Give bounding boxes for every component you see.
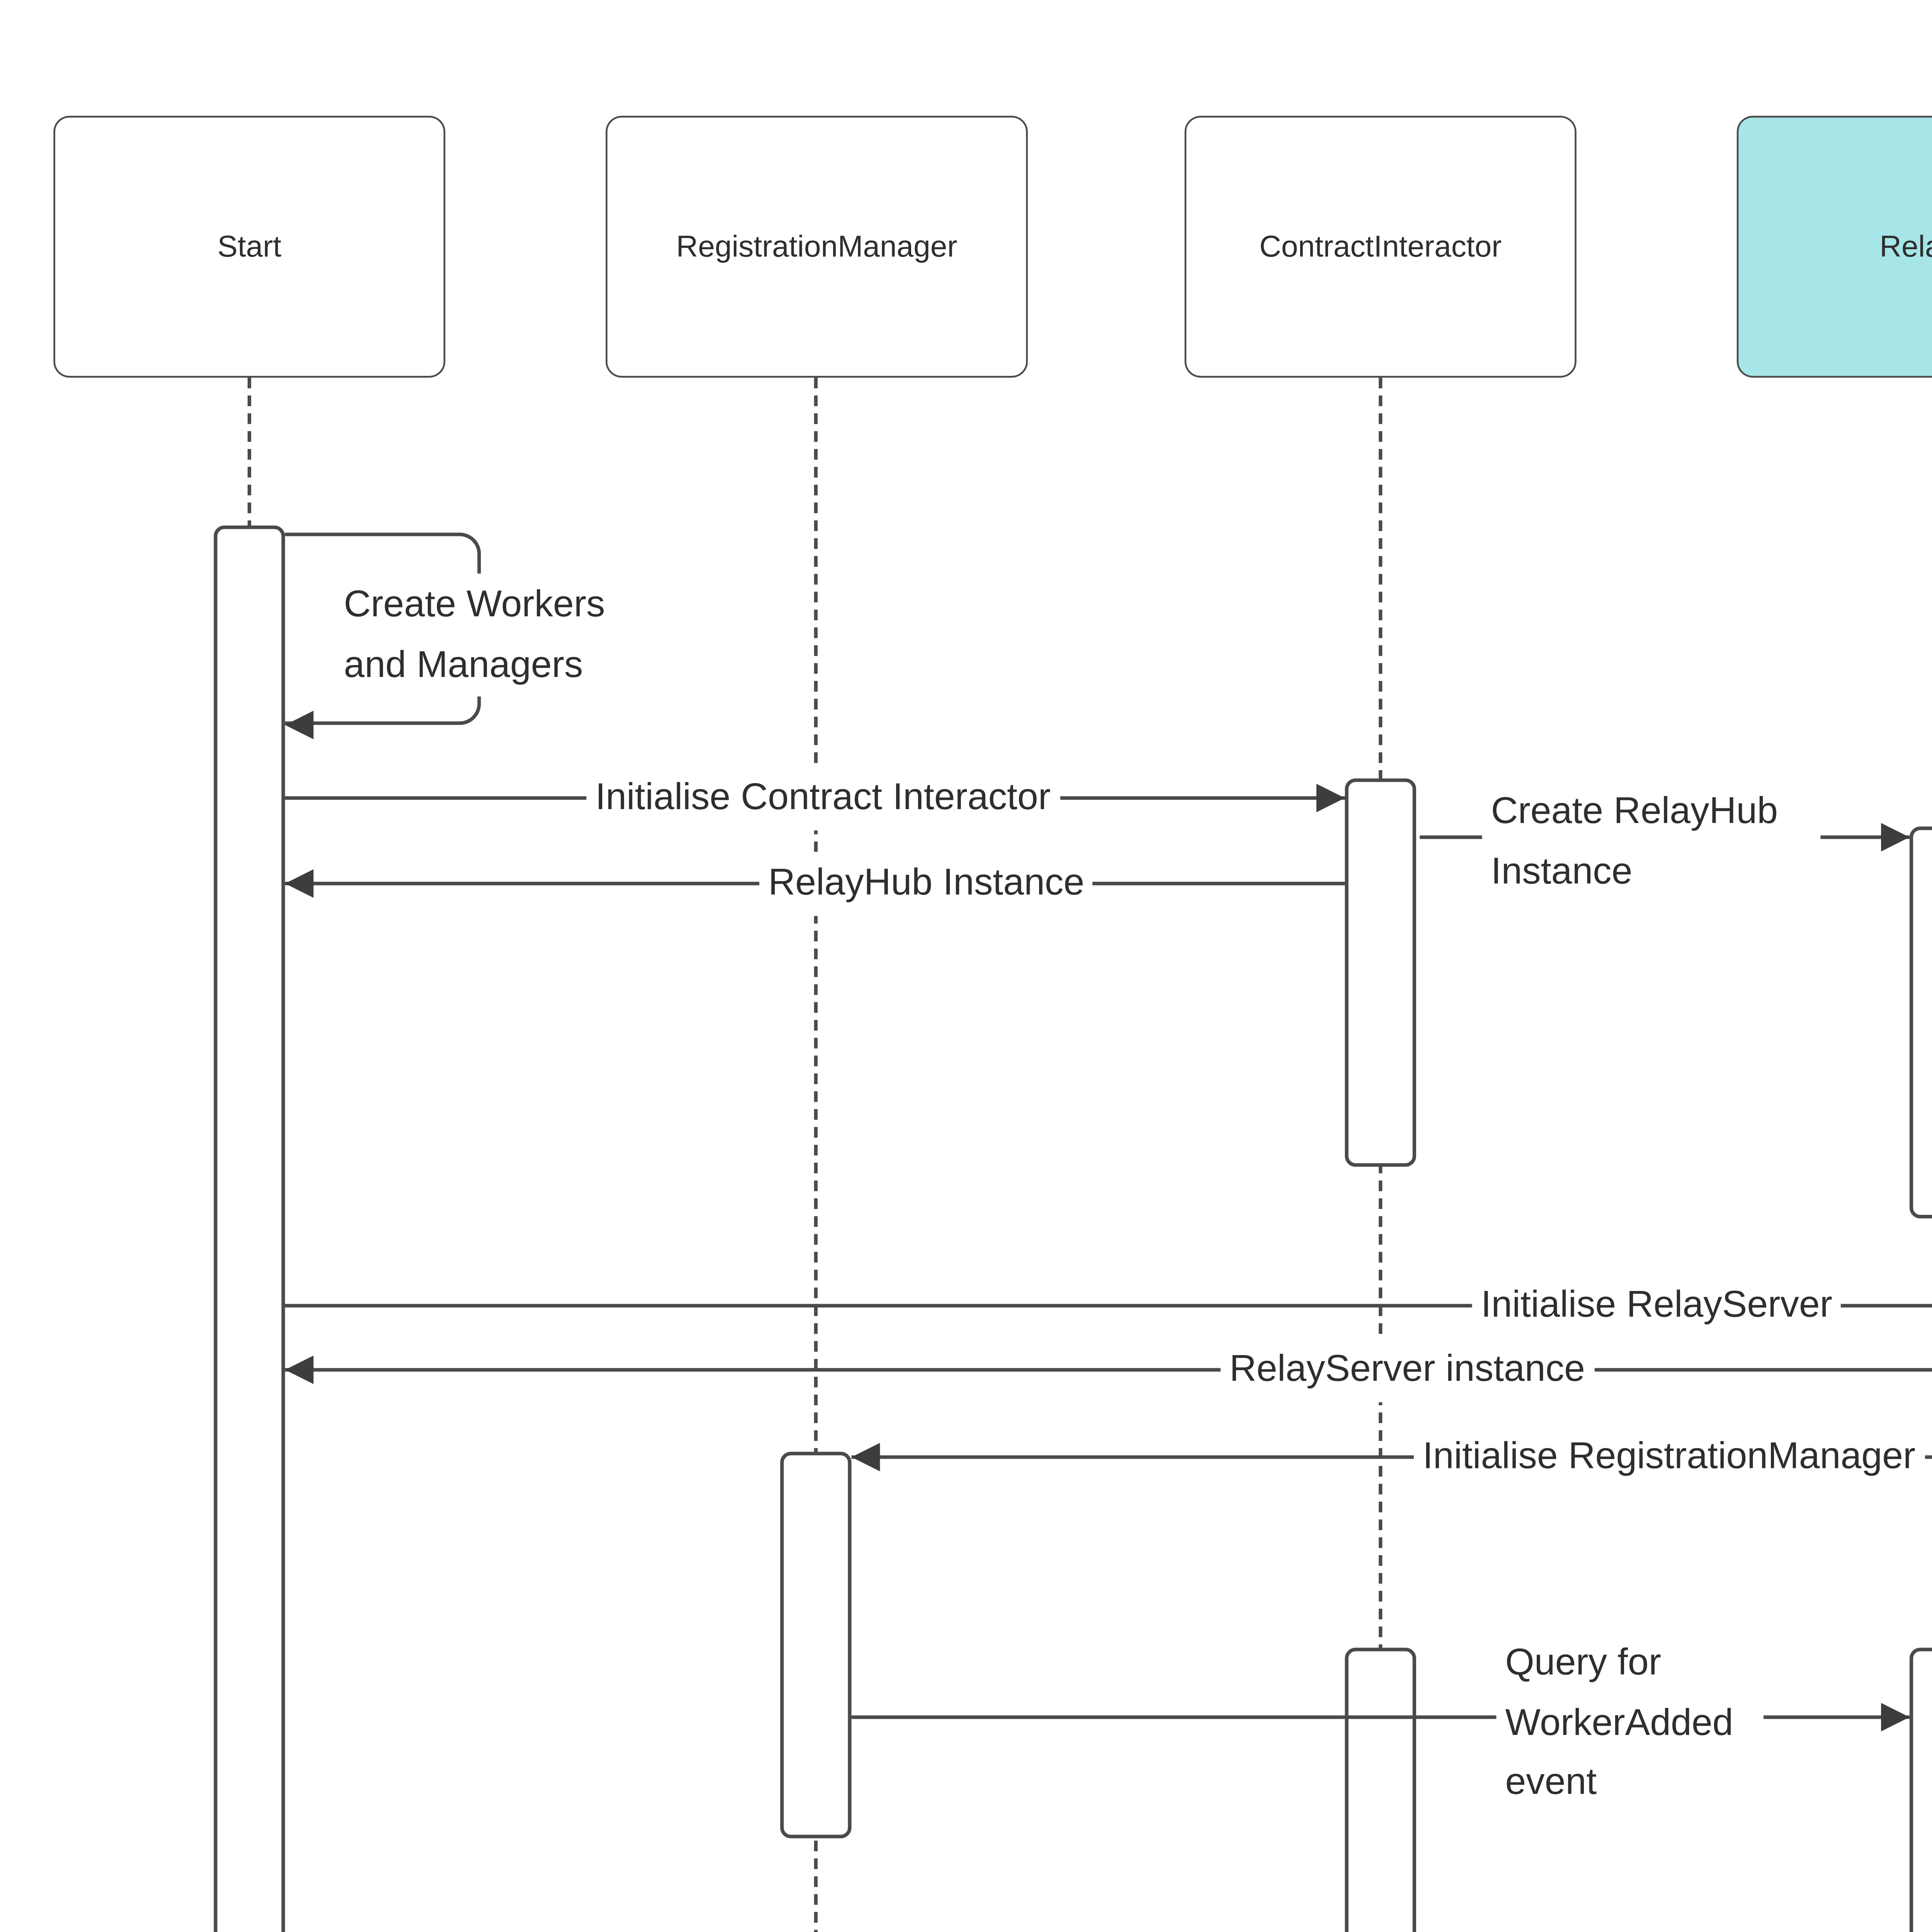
message-line xyxy=(285,1368,1932,1372)
activation-contract-interactor-1 xyxy=(1345,778,1416,1167)
lifeline-registration-manager xyxy=(814,378,818,1932)
message-line xyxy=(851,1715,1910,1719)
arrowhead-icon xyxy=(1881,823,1910,852)
activation-contract-interactor-2 xyxy=(1345,1648,1416,1932)
activation-relay-hub-2 xyxy=(1909,1648,1932,1932)
arrowhead-icon xyxy=(1881,1703,1910,1731)
message-label-init-relayserver: Initialise RelayServer xyxy=(1472,1274,1842,1338)
message-label-create-workers: Create Workers and Managers xyxy=(335,573,673,697)
arrowhead-icon xyxy=(285,869,314,898)
arrowhead-icon xyxy=(285,1355,314,1384)
activation-relay-hub-1 xyxy=(1909,827,1932,1219)
message-line xyxy=(285,1304,1932,1308)
arrowhead-icon xyxy=(851,1443,880,1471)
message-label-query-workeradded: Query for WorkerAdded event xyxy=(1496,1631,1764,1815)
participant-box-relay-hub: RelayHub xyxy=(1736,116,1932,378)
participant-box-start: Start xyxy=(53,116,446,378)
message-label-create-relayhub-instance: Create RelayHub Instance xyxy=(1482,780,1821,904)
participant-label: ContractInteractor xyxy=(1259,229,1502,263)
participant-box-contract-interactor: ContractInteractor xyxy=(1184,116,1577,378)
message-label-relayhub-instance: RelayHub Instance xyxy=(759,852,1094,915)
activation-registration-manager xyxy=(780,1452,852,1838)
message-label-init-contract-interactor: Initialise Contract Interactor xyxy=(586,766,1060,830)
arrowhead-icon xyxy=(285,711,314,740)
message-label-init-registrationmanager: Initialise RegistrationManager xyxy=(1413,1425,1925,1489)
participant-label: Start xyxy=(217,229,282,263)
participant-box-registration-manager: RegistrationManager xyxy=(605,116,1028,378)
participant-label: RegistrationManager xyxy=(676,229,957,263)
participant-label: RelayHub xyxy=(1879,229,1932,263)
activation-start xyxy=(214,525,285,1932)
message-label-relayserver-instance: RelayServer instance xyxy=(1220,1338,1594,1402)
arrowhead-icon xyxy=(1316,784,1345,813)
message-line xyxy=(851,1455,1932,1459)
